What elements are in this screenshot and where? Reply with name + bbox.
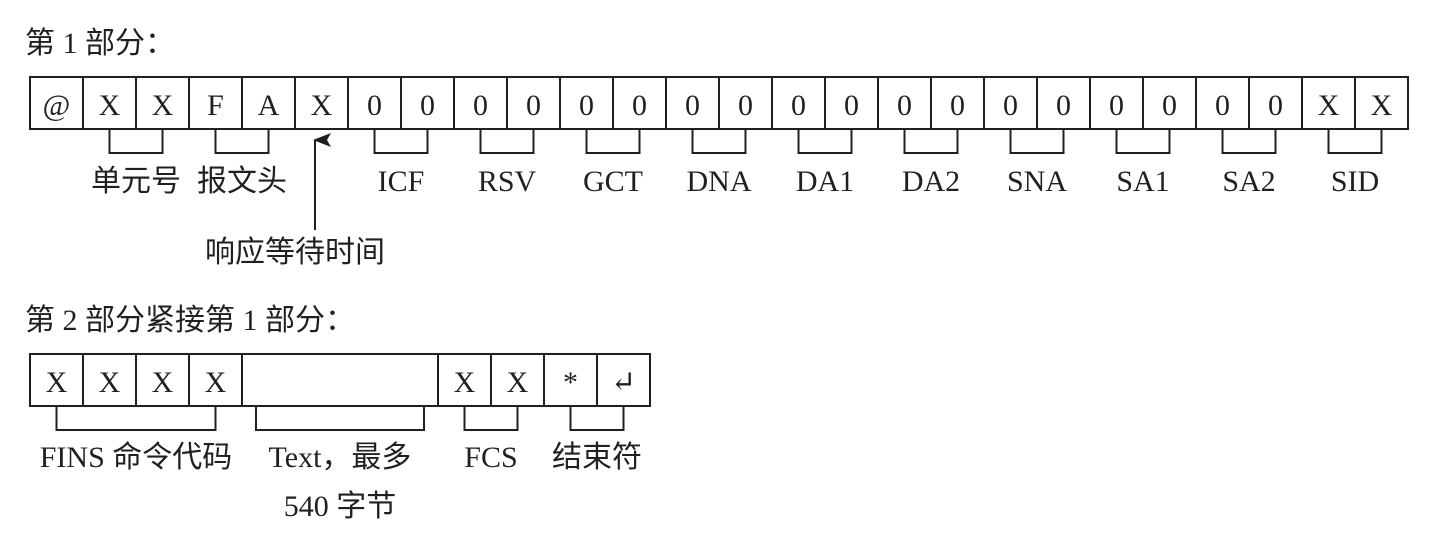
frame-cell: A bbox=[258, 89, 280, 122]
frame-cell: 0 bbox=[897, 89, 912, 122]
part2-field-groups: FINS 命令代码 Text，最多 540 字节 FCS 结束符 bbox=[40, 406, 642, 523]
field-label-line2: 540 字节 bbox=[284, 490, 397, 523]
field-label: DA2 bbox=[902, 165, 960, 198]
frame-cell: X bbox=[205, 366, 227, 399]
frame-cell: X bbox=[1318, 89, 1340, 122]
field-label: FINS 命令代码 bbox=[40, 441, 233, 474]
field-bracket bbox=[463, 406, 519, 431]
frame-cell: @ bbox=[43, 89, 71, 122]
field-label: GCT bbox=[583, 165, 643, 198]
field-label: FCS bbox=[464, 441, 517, 474]
field-bracket bbox=[1115, 129, 1171, 154]
field-label: 单元号 bbox=[91, 165, 181, 198]
field-bracket bbox=[55, 406, 217, 431]
response-wait-label: 响应等待时间 bbox=[205, 236, 385, 269]
frame-cell: 0 bbox=[632, 89, 647, 122]
field-label: 报文头 bbox=[197, 165, 287, 198]
frame-cell: X bbox=[507, 366, 529, 399]
frame-cell: 0 bbox=[473, 89, 488, 122]
field-bracket bbox=[691, 129, 747, 154]
field-label: SNA bbox=[1007, 165, 1067, 198]
frame-cell: 0 bbox=[685, 89, 700, 122]
part2-frame-border bbox=[29, 353, 651, 407]
frame-cell: 0 bbox=[1215, 89, 1230, 122]
field-bracket bbox=[903, 129, 959, 154]
field-label: SID bbox=[1331, 165, 1379, 198]
frame-cell: 0 bbox=[579, 89, 594, 122]
frame-cell: X bbox=[311, 89, 333, 122]
field-bracket bbox=[108, 129, 164, 154]
frame-cell: 0 bbox=[420, 89, 435, 122]
frame-cell: X bbox=[99, 366, 121, 399]
field-bracket bbox=[585, 129, 641, 154]
field-label: 结束符 bbox=[552, 441, 642, 474]
field-label: DA1 bbox=[796, 165, 854, 198]
frame-cell: 0 bbox=[1162, 89, 1177, 122]
part2-heading: 第 2 部分紧接第 1 部分： bbox=[25, 304, 355, 337]
field-bracket bbox=[569, 406, 625, 431]
field-bracket bbox=[1221, 129, 1277, 154]
field-label: SA1 bbox=[1116, 165, 1169, 198]
frame-cell: X bbox=[152, 89, 174, 122]
frame-cell: 0 bbox=[367, 89, 382, 122]
frame-cell: 0 bbox=[791, 89, 806, 122]
frame-cell: 0 bbox=[1268, 89, 1283, 122]
frame-cell: 0 bbox=[950, 89, 965, 122]
field-label: ICF bbox=[378, 165, 425, 198]
part1-heading: 第 1 部分： bbox=[25, 27, 175, 60]
field-bracket bbox=[214, 129, 270, 154]
frame-cell: X bbox=[1371, 89, 1393, 122]
frame-cell: 0 bbox=[1003, 89, 1018, 122]
field-label: Text，最多 bbox=[269, 441, 412, 474]
frame-cell: 0 bbox=[1056, 89, 1071, 122]
field-bracket bbox=[255, 406, 425, 431]
frame-cell: 0 bbox=[844, 89, 859, 122]
field-bracket bbox=[1327, 129, 1383, 154]
frame-cell: 0 bbox=[738, 89, 753, 122]
frame-cell: X bbox=[454, 366, 476, 399]
frame-cell: F bbox=[207, 89, 224, 122]
field-label: DNA bbox=[687, 165, 752, 198]
field-bracket bbox=[479, 129, 535, 154]
frame-cell: ↵ bbox=[611, 366, 636, 399]
field-bracket bbox=[1009, 129, 1065, 154]
frame-cell: 0 bbox=[1109, 89, 1124, 122]
field-bracket bbox=[373, 129, 429, 154]
frame-cell: 0 bbox=[526, 89, 541, 122]
field-label: RSV bbox=[478, 165, 537, 198]
frame-cell: X bbox=[99, 89, 121, 122]
frame-cell: X bbox=[152, 366, 174, 399]
field-bracket bbox=[797, 129, 853, 154]
frame-cell: * bbox=[563, 366, 578, 399]
part1-field-groups: 单元号报文头 ICF RSV GCT DNA DA1 DA2 SNA SA1 SA2 SID bbox=[91, 129, 1383, 198]
frame-cell: X bbox=[46, 366, 68, 399]
field-label: SA2 bbox=[1222, 165, 1275, 198]
